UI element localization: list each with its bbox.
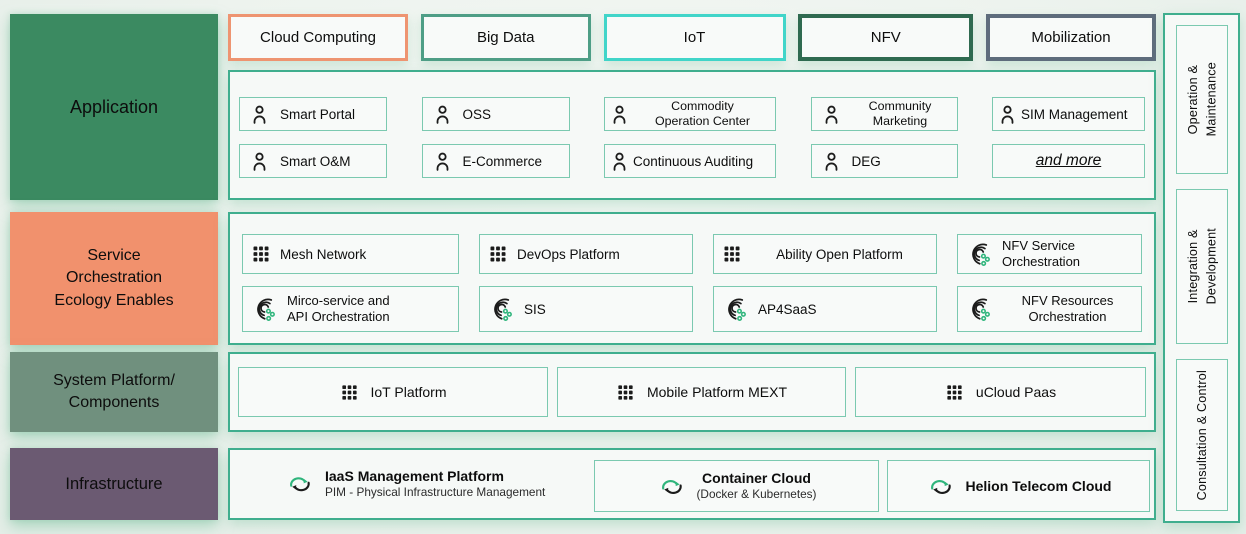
tab-mobilization: Mobilization [986,14,1156,61]
person-icon [825,105,837,124]
cloud-sync-icon [930,479,951,494]
swirl-icon [257,298,276,321]
tab-iot: IoT [603,14,786,61]
infra-item-container-cloud: Container Cloud (Docker & Kubernetes) [594,460,879,512]
sys-item-iot-platform: IoT Platform [238,367,548,417]
person-icon [1001,105,1014,124]
app-item-label: OSS [462,106,492,122]
swirl-icon [494,298,513,321]
svc-item-label: Mesh Network [280,246,367,262]
svc-item-label: Mirco-service and API Orchestration [287,293,390,324]
infra-item-title: Container Cloud [702,470,811,487]
app-item-deg: DEG [810,144,958,178]
person-icon [613,152,626,171]
right-services-column: Operation & Maintenance Integration & De… [1163,13,1240,523]
service-orchestration-band: Mesh Network DevOps Platform Ability Ope… [228,212,1156,345]
app-item-label: SIM Management [1021,106,1128,122]
infra-item-title: Helion Telecom Cloud [965,477,1112,494]
sys-item-label: Mobile Platform MEXT [646,384,788,400]
app-item-ecommerce: E-Commerce [421,144,570,178]
right-item-integration-development: Integration & Development [1176,189,1228,344]
app-item-smart-oam: Smart O&M [239,144,387,178]
app-item-oss: OSS [421,97,570,131]
app-item-label: Smart Portal [280,106,356,122]
app-item-label: E-Commerce [462,153,543,169]
person-icon [825,152,837,171]
svc-item-label: DevOps Platform [517,246,620,262]
app-item-label: and more [1035,152,1102,169]
application-band: Smart Portal OSS Commodity Operation Cen… [228,70,1156,200]
tab-big-data: Big Data [420,14,591,61]
svc-item-label: SIS [524,301,546,317]
app-item-label: Commodity Operation Center [654,99,751,128]
layer-label-system-platform: System Platform/ Components [10,352,218,432]
svc-item-label: NFV Resources Orchestration [1021,293,1114,324]
svc-item-label: NFV Service Orchestration [1002,238,1081,269]
grid-icon [947,384,962,400]
technology-tabs: Cloud Computing Big Data IoT NFV Mobiliz… [228,14,1156,61]
swirl-icon [972,243,991,266]
tab-nfv: NFV [798,14,974,61]
app-item-label: Continuous Auditing [633,153,754,169]
system-platform-band: IoT Platform Mobile Platform MEXT uCloud… [228,352,1156,432]
grid-icon [253,246,269,262]
tab-cloud-computing: Cloud Computing [228,14,408,61]
svc-item-devops-platform: DevOps Platform [479,234,693,274]
svc-item-mesh-network: Mesh Network [242,234,459,274]
app-item-label: Community Marketing [868,99,932,128]
layer-label-application: Application [10,14,218,200]
svc-item-ap4saas: AP4SaaS [713,286,937,332]
infra-item-subtitle: (Docker & Kubernetes) [696,487,817,502]
app-item-sim-management: SIM Management [992,97,1145,131]
cloud-sync-icon [290,477,310,492]
grid-icon [618,384,633,400]
sys-item-label: uCloud Paas [975,384,1057,400]
swirl-icon [728,298,747,321]
svc-item-label: AP4SaaS [758,301,817,317]
right-item-label: Integration & Development [1185,228,1218,305]
person-icon [613,105,626,124]
app-item-label: DEG [851,153,881,169]
svc-item-label: Ability Open Platform [776,246,903,262]
svc-item-nfv-service-orchestration: NFV Service Orchestration [957,234,1142,274]
right-item-operation-maintenance: Operation & Maintenance [1176,25,1228,174]
app-item-smart-portal: Smart Portal [239,97,387,131]
right-item-label: Operation & Maintenance [1185,62,1218,137]
sys-item-label: IoT Platform [370,384,447,400]
swirl-icon [972,298,991,321]
sys-item-ucloud-paas: uCloud Paas [855,367,1146,417]
infra-item-subtitle: PIM - Physical Infrastructure Management [325,485,546,500]
right-item-label: Consultation & Control [1194,369,1209,501]
grid-icon [724,246,740,262]
person-icon [253,152,266,171]
app-item-continuous-auditing: Continuous Auditing [604,144,776,178]
app-item-and-more: and more [992,144,1145,178]
svc-item-nfv-resources-orchestration: NFV Resources Orchestration [957,286,1142,332]
layer-label-service-orchestration: Service Orchestration Ecology Enables [10,212,218,345]
grid-icon [341,384,357,400]
grid-icon [490,246,506,262]
cloud-sync-icon [661,479,682,494]
person-icon [253,105,266,124]
app-item-commodity-operation-center: Commodity Operation Center [604,97,776,131]
person-icon [436,152,448,171]
app-item-label: Smart O&M [280,153,351,169]
person-icon [436,105,448,124]
infra-item-helion-telecom-cloud: Helion Telecom Cloud [887,460,1150,512]
svc-item-microservice-api-orchestration: Mirco-service and API Orchestration [242,286,459,332]
app-item-community-marketing: Community Marketing [810,97,958,131]
right-item-consultation-control: Consultation & Control [1176,359,1228,511]
infra-item-iaas-management: IaaS Management Platform PIM - Physical … [285,467,545,501]
layer-label-infrastructure: Infrastructure [10,448,218,520]
svc-item-ability-open-platform: Ability Open Platform [713,234,937,274]
infrastructure-band: IaaS Management Platform PIM - Physical … [228,448,1156,520]
infra-item-title: IaaS Management Platform [325,468,504,485]
svc-item-sis: SIS [479,286,693,332]
sys-item-mobile-platform-mext: Mobile Platform MEXT [557,367,846,417]
